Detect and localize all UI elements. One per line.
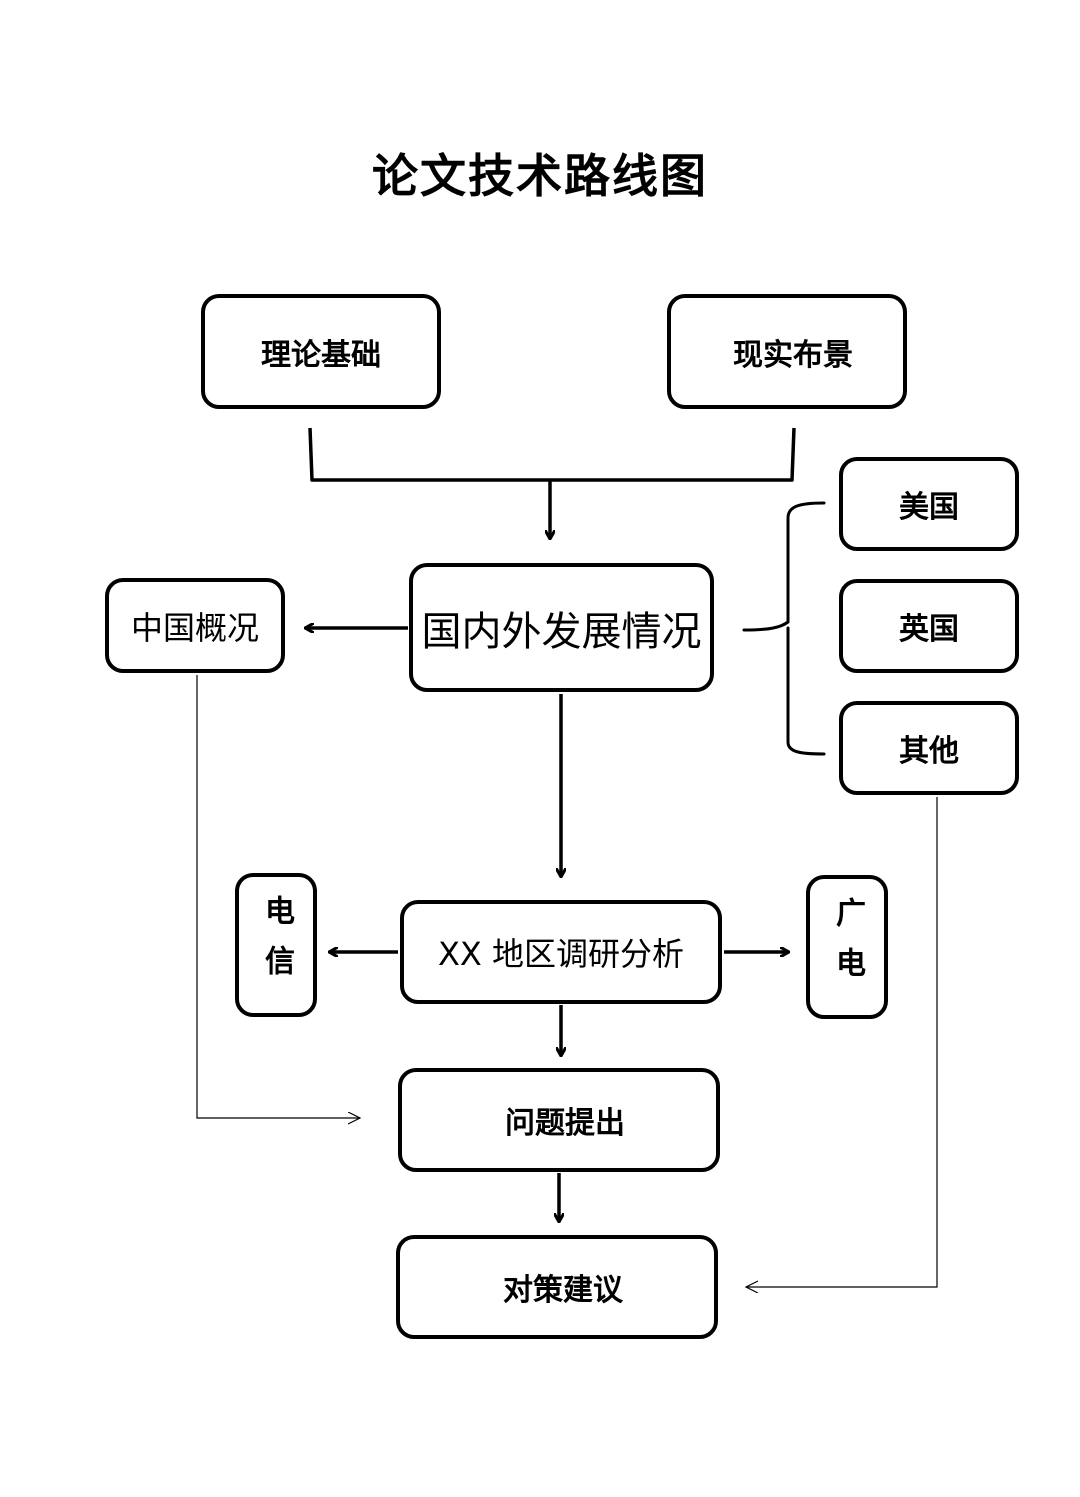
arrow-china-to-problem — [196, 675, 360, 1118]
node-domestic-foreign-label: 国内外发展情况 — [421, 608, 702, 655]
node-survey-label: XX 地区调研分析 — [437, 935, 685, 973]
node-suggestion-label: 对策建议 — [503, 1273, 623, 1308]
diagram-title: 论文技术路线图 — [372, 149, 708, 203]
node-telecom: 电信 — [235, 873, 317, 1017]
node-china: 中国概况 — [105, 578, 285, 673]
node-suggestion: 对策建议 — [396, 1235, 718, 1339]
node-problem-label: 问题提出 — [505, 1106, 625, 1141]
node-problem: 问题提出 — [398, 1068, 720, 1172]
top-merge-bracket — [308, 427, 796, 482]
node-usa-label: 美国 — [899, 490, 959, 525]
node-uk-label: 英国 — [899, 612, 959, 647]
node-reality: 现实布景 — [667, 294, 907, 409]
node-domestic-foreign: 国内外发展情况 — [409, 563, 714, 692]
node-telecom-label: 电信 — [259, 895, 294, 995]
node-broadcast: 广电 — [806, 875, 888, 1019]
node-theory-label: 理论基础 — [261, 337, 381, 373]
node-other-label: 其他 — [899, 734, 959, 769]
node-other: 其他 — [839, 701, 1019, 795]
country-brace — [742, 501, 826, 756]
arrow-other-to-suggestion — [746, 797, 938, 1287]
node-reality-label: 现实布景 — [733, 337, 853, 373]
node-uk: 英国 — [839, 579, 1019, 673]
node-china-label: 中国概况 — [130, 608, 259, 647]
node-broadcast-label: 广电 — [830, 897, 865, 997]
node-theory: 理论基础 — [201, 294, 441, 409]
node-survey: XX 地区调研分析 — [400, 900, 722, 1004]
node-usa: 美国 — [839, 457, 1019, 551]
